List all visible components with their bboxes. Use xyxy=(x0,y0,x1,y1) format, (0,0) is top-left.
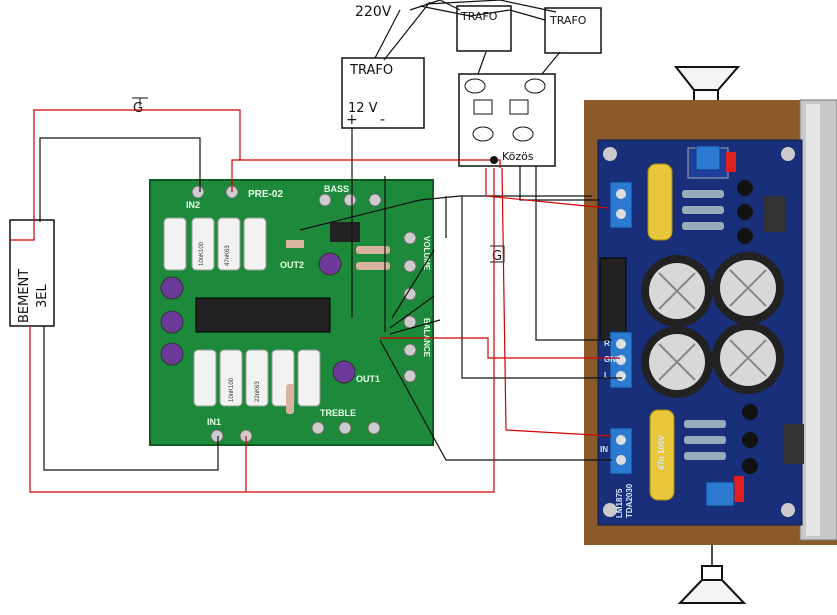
input-box-line1: BEMENT xyxy=(17,269,32,323)
preamp-board: PRE-02 IN2 IN1 OUT1 OUT2 BASS TREBLE VOL… xyxy=(149,179,434,446)
amp-chip-alt-label: TDA2030 xyxy=(625,483,634,518)
ground-symbol-top-icon: G xyxy=(132,97,148,116)
ground-symbol-mid-icon: G xyxy=(490,245,505,264)
preamp-out2-label: OUT2 xyxy=(280,260,304,270)
preamp-volume-label: VOLUME xyxy=(422,236,431,271)
amp-pin-l: L xyxy=(604,371,609,380)
preamp-resistor-d: 22nK63 xyxy=(255,381,261,402)
trafo-plus: + xyxy=(346,112,358,128)
common-label: Közös xyxy=(502,150,534,163)
preamp-in2-label: IN2 xyxy=(186,200,200,210)
trafo-minus: - xyxy=(380,112,385,128)
amplifier-board: R GND L IN 47n 100V LM1875 TDA2030 xyxy=(597,139,804,526)
trafo-left-label: TRAFO xyxy=(460,10,498,23)
trafo-right-box: TRAFO xyxy=(544,7,602,54)
preamp-out1-label: OUT1 xyxy=(356,374,380,384)
preamp-resistor-b: 10nK100 xyxy=(229,377,235,402)
input-box: BEMENT 3EL xyxy=(9,219,55,327)
preamp-resistor-a: 10nK100 xyxy=(199,241,205,266)
preamp-treble-label: TREBLE xyxy=(320,408,356,418)
preamp-in1-label: IN1 xyxy=(207,417,221,427)
amp-pin-gnd: GND xyxy=(604,355,622,364)
trafo-12v-box: TRAFO 12 V + - xyxy=(341,57,425,129)
wires-red xyxy=(10,109,620,493)
trafo-right-label: TRAFO xyxy=(549,14,587,27)
svg-text:G: G xyxy=(492,249,502,264)
amp-pin-in: IN xyxy=(600,445,608,454)
wires-black xyxy=(39,0,622,471)
preamp-ic xyxy=(195,297,331,333)
preamp-bass-label: BASS xyxy=(324,184,349,194)
rectifier-box: Közös xyxy=(458,73,556,167)
trafo-12v-title: TRAFO xyxy=(349,63,393,78)
input-box-line2: 3EL xyxy=(35,284,50,308)
amp-pin-r: R xyxy=(604,339,610,348)
trafo-left-box: TRAFO xyxy=(456,5,512,52)
amp-cap-label: 47n 100V xyxy=(657,435,666,470)
trafo-12v-voltage: 12 V xyxy=(348,101,378,116)
svg-text:G: G xyxy=(133,101,143,116)
mains-voltage-label: 220V xyxy=(355,4,392,20)
common-ground-node xyxy=(490,156,498,164)
preamp-resistor-c: 47nK63 xyxy=(225,245,231,266)
amp-chip-label: LM1875 xyxy=(615,488,624,518)
preamp-board-name: PRE-02 xyxy=(248,189,283,200)
filter-capacitors xyxy=(641,252,784,398)
